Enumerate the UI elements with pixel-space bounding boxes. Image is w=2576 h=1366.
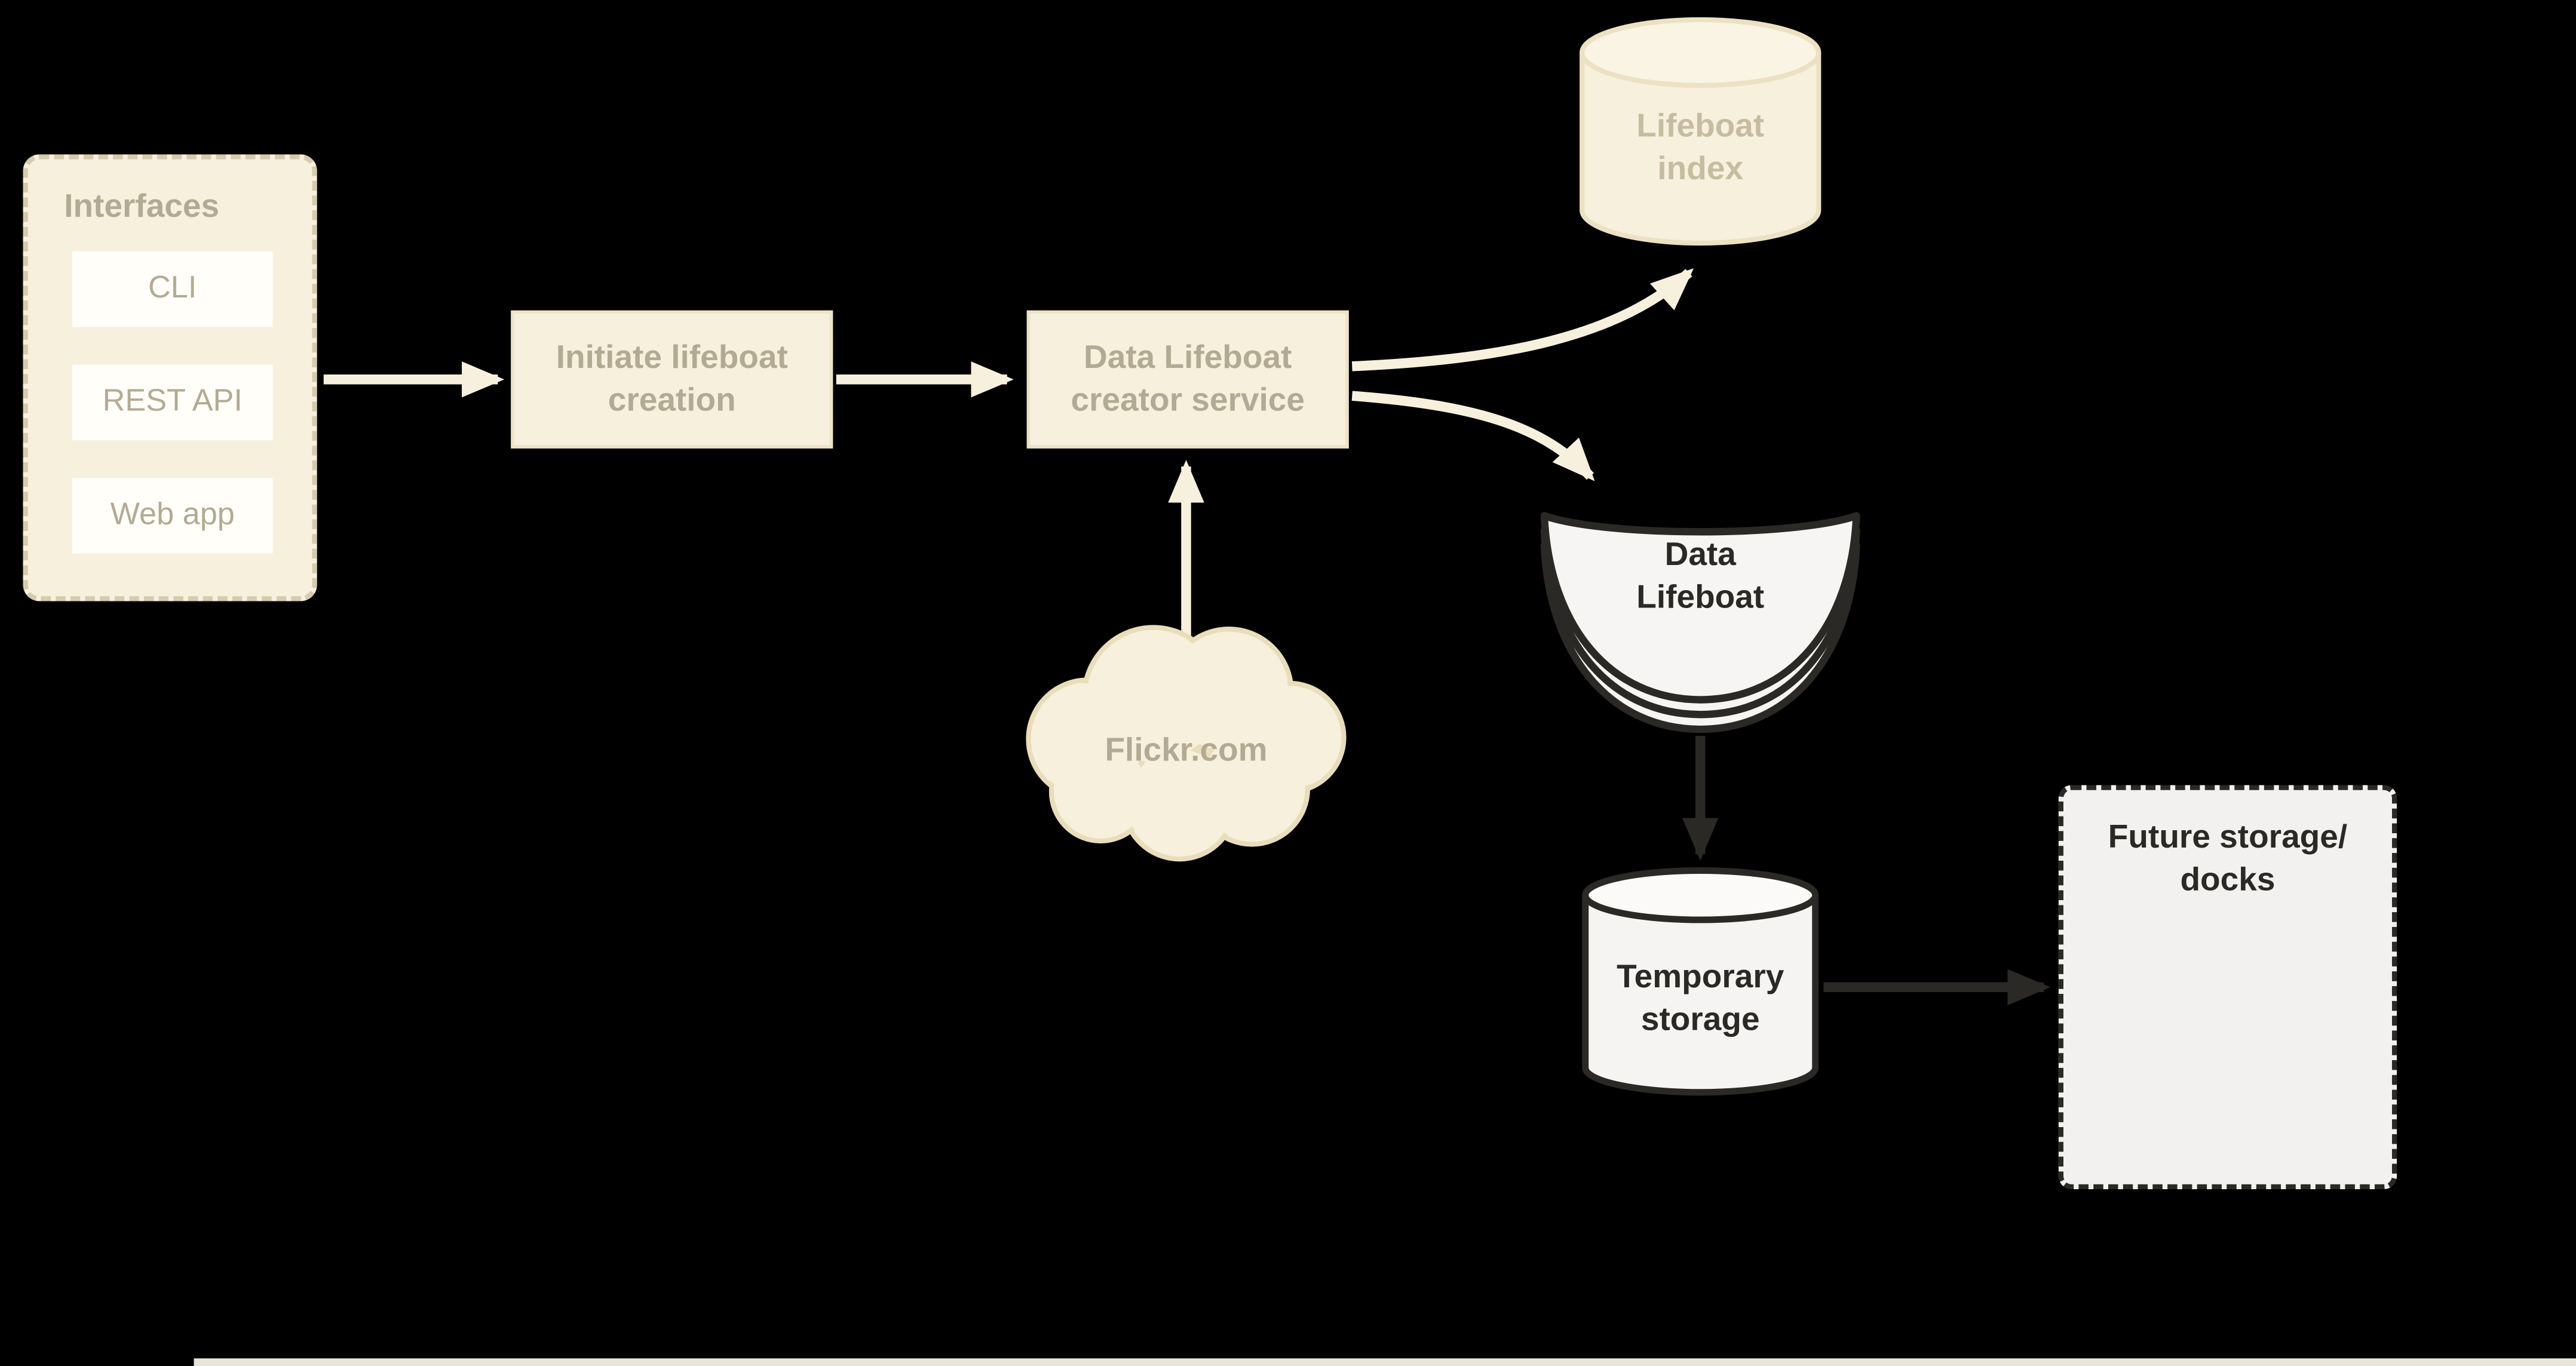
interface-item-rest-api: REST API — [72, 364, 273, 440]
data-lifeboat-creator-service-node: Data Lifeboat creator service — [1026, 310, 1349, 449]
arrow-creator-to-index — [1351, 268, 1694, 372]
data-lifeboat-label: Data Lifeboat — [1636, 536, 1765, 616]
bottom-edge-strip — [194, 1358, 2576, 1366]
initiate-lifeboat-creation-node: Initiate lifeboat creation — [511, 310, 833, 449]
flickr-label: Flickr.com — [1105, 732, 1268, 769]
lifeboat-index-label: Lifeboat index — [1636, 108, 1765, 188]
lifeboat-index-cylinder-icon — [1580, 17, 1821, 246]
interfaces-panel: Interfaces CLI REST API Web app — [23, 154, 317, 601]
future-storage-panel: Future storage/ docks — [2058, 785, 2397, 1189]
flickr-cloud-icon — [1026, 625, 1347, 862]
arrow-creator-to-lifeboat — [1351, 391, 1595, 481]
future-storage-title: Future storage/ docks — [2108, 819, 2348, 899]
temporary-storage-cylinder-icon — [1582, 867, 1819, 1096]
interfaces-title: Interfaces — [64, 189, 220, 225]
interface-item-cli: CLI — [72, 251, 273, 327]
data-lifeboat-hull-icon — [1540, 512, 1860, 733]
temporary-storage-label: Temporary storage — [1617, 958, 1784, 1038]
interface-item-web-app: Web app — [72, 478, 273, 554]
